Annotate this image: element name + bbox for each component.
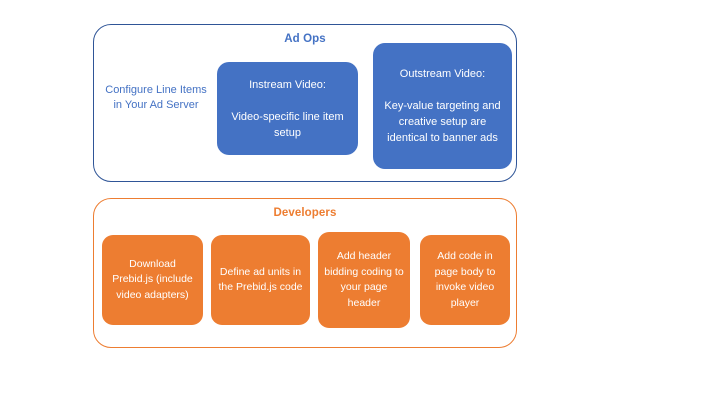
process-box-add-header-bidding-code: Add header bidding coding to your page h…	[318, 232, 410, 328]
process-box-add-page-body-code: Add code in page body to invoke video pl…	[420, 235, 510, 325]
process-box-define-ad-units: Define ad units in the Prebid.js code	[211, 235, 310, 325]
lane-title-ad-ops: Ad Ops	[284, 33, 326, 45]
text-node-configure-line-items: Configure Line Items in Your Ad Server	[105, 83, 207, 112]
lane-title-developers: Developers	[273, 207, 337, 219]
process-box-download-prebid: Download Prebid.js (include video adapte…	[102, 235, 203, 325]
process-box-outstream-video: Outstream Video: Key-value targeting and…	[373, 43, 512, 169]
process-box-instream-video: Instream Video: Video-specific line item…	[217, 62, 358, 155]
